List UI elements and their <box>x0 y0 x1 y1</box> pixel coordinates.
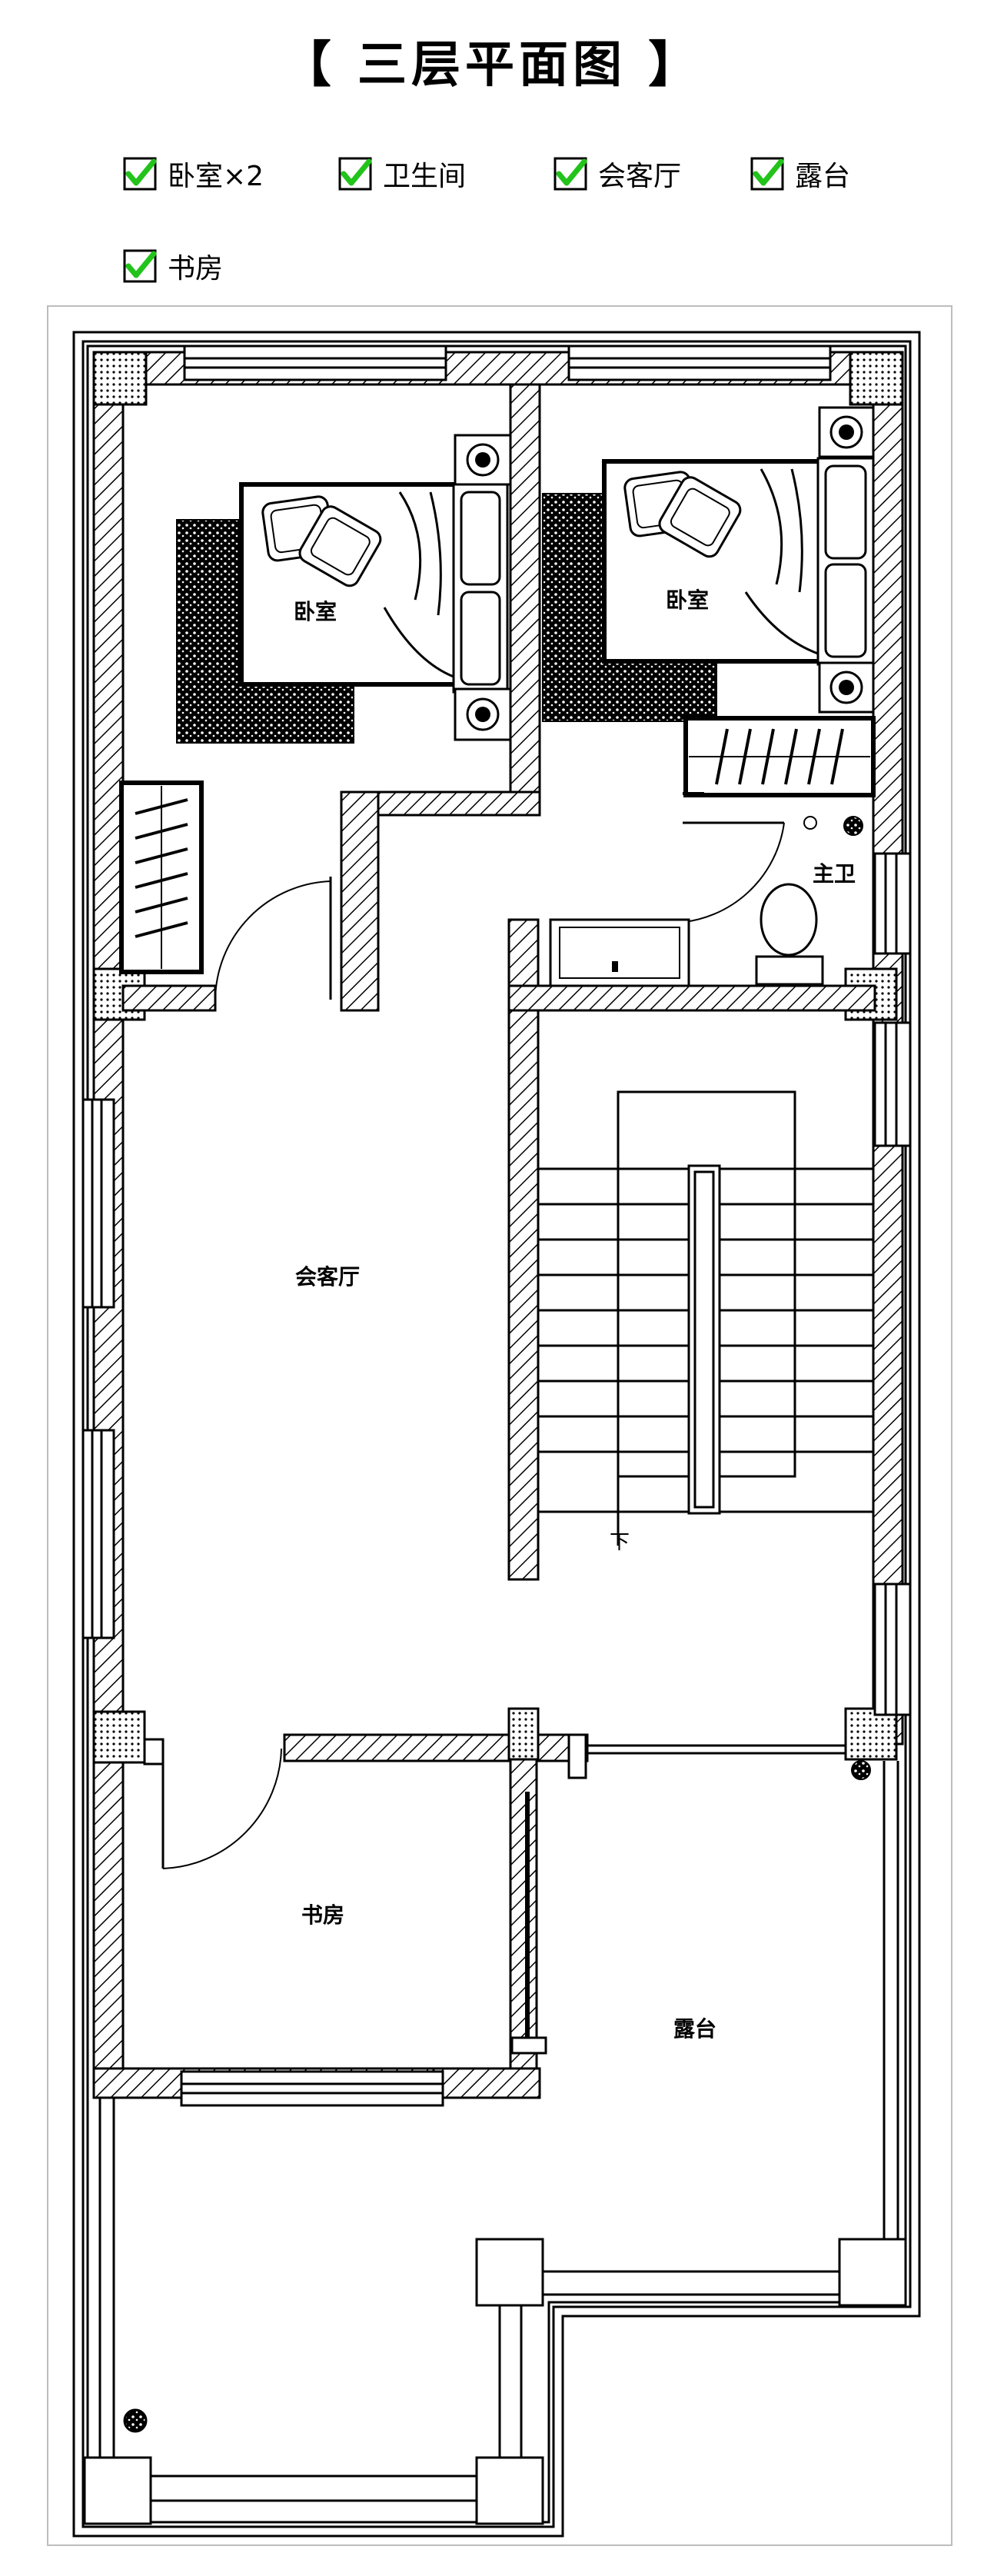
room-label-bedroom-left: 卧室 <box>294 599 337 624</box>
balcony-railings <box>83 1761 907 2525</box>
feature-label: 会客厅 <box>598 161 682 192</box>
feature-item-terrace: 露台 <box>750 152 850 195</box>
terrace-sliding-door <box>510 1733 871 2055</box>
room-label-terrace: 露台 <box>673 2016 716 2042</box>
feature-label: 露台 <box>795 161 851 192</box>
checkbox-checked-icon <box>338 157 372 191</box>
feature-item-living-room: 会客厅 <box>554 152 681 195</box>
checkbox-checked-icon <box>750 157 784 191</box>
room-label-master-bath: 主卫 <box>813 861 856 887</box>
left-bedroom-furniture <box>119 434 512 1000</box>
right-bedroom-furniture <box>542 406 876 797</box>
room-label-bedroom-right: 卧室 <box>666 587 709 613</box>
room-label-study: 书房 <box>301 1902 344 1928</box>
master-bath-fixtures <box>549 792 863 987</box>
top-windows <box>183 344 832 381</box>
checkbox-checked-icon <box>123 249 157 283</box>
study-door <box>143 1738 282 1869</box>
feature-item-bedroom: 卧室×2 <box>123 152 264 195</box>
feature-item-bathroom: 卫生间 <box>338 152 466 195</box>
study-window <box>180 2070 444 2107</box>
interior-walls <box>121 383 876 2099</box>
drawing-frame <box>47 305 952 2546</box>
feature-label: 卧室×2 <box>168 161 264 192</box>
staircase <box>538 1090 873 1546</box>
feature-item-study: 书房 <box>123 245 223 288</box>
feature-label: 卫生间 <box>383 161 467 192</box>
room-label-living-room: 会客厅 <box>295 1264 360 1290</box>
checkbox-checked-icon <box>123 157 157 191</box>
left-windows <box>81 1098 115 1639</box>
page-title: 【 三层平面图 】 <box>281 37 703 94</box>
checkbox-checked-icon <box>554 157 587 191</box>
right-windows <box>873 852 912 1716</box>
stair-down-marker: 下 <box>610 1531 630 1554</box>
feature-label: 书房 <box>168 253 224 285</box>
